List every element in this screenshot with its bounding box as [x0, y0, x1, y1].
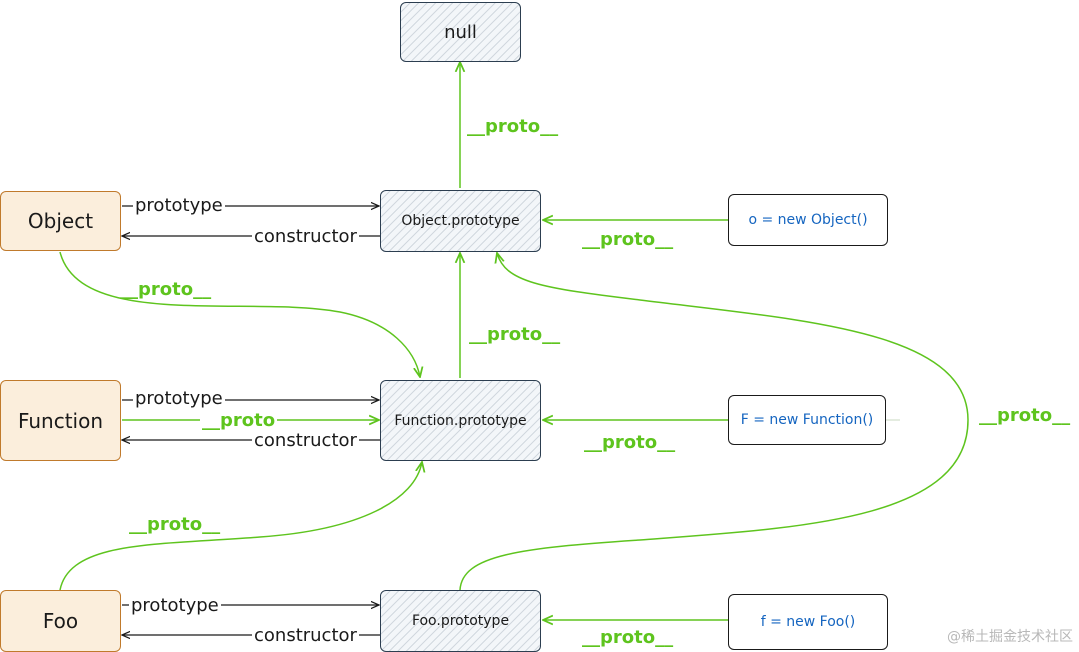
foo-constructor-label: constructor — [252, 625, 359, 646]
f-instance-node: F = new Function() — [728, 395, 886, 445]
foo-prototype-node: Foo.prototype — [380, 590, 541, 652]
object-proto-label: __proto__ — [120, 279, 212, 300]
function-constructor-label: constructor — [252, 430, 359, 451]
foo-prototype-proto-label: __proto__ — [977, 405, 1073, 426]
foo-proto-to-function-prototype-arrow — [59, 462, 422, 591]
watermark: @稀土掘金技术社区 — [947, 629, 1073, 645]
null-node: null — [400, 2, 521, 62]
object-prototype-node: Object.prototype — [380, 190, 541, 252]
o-instance-proto-label: __proto__ — [580, 229, 676, 250]
foo-instance-node: f = new Foo() — [728, 594, 888, 650]
o-instance-node: o = new Object() — [728, 194, 888, 246]
function-proto-label: __proto — [200, 410, 278, 431]
object-node: Object — [0, 191, 121, 251]
foo-proto-label: __proto__ — [129, 514, 221, 535]
object-constructor-label: constructor — [252, 226, 359, 247]
foo-node: Foo — [0, 590, 121, 652]
function-node: Function — [0, 380, 121, 461]
foo-prototype-label: prototype — [129, 595, 221, 616]
null-proto-label: __proto__ — [465, 116, 561, 137]
function-prototype-label: prototype — [133, 388, 225, 409]
foo-instance-proto-label: __proto__ — [580, 627, 676, 648]
foo-prototype-to-object-prototype-arrow — [459, 253, 969, 591]
object-prototype-label: prototype — [133, 195, 225, 216]
function-prototype-node: Function.prototype — [380, 380, 541, 461]
object-proto-to-function-prototype-arrow — [59, 251, 420, 377]
function-prototype-proto-label: __proto__ — [467, 324, 563, 345]
f-instance-proto-label: __proto__ — [582, 432, 678, 453]
